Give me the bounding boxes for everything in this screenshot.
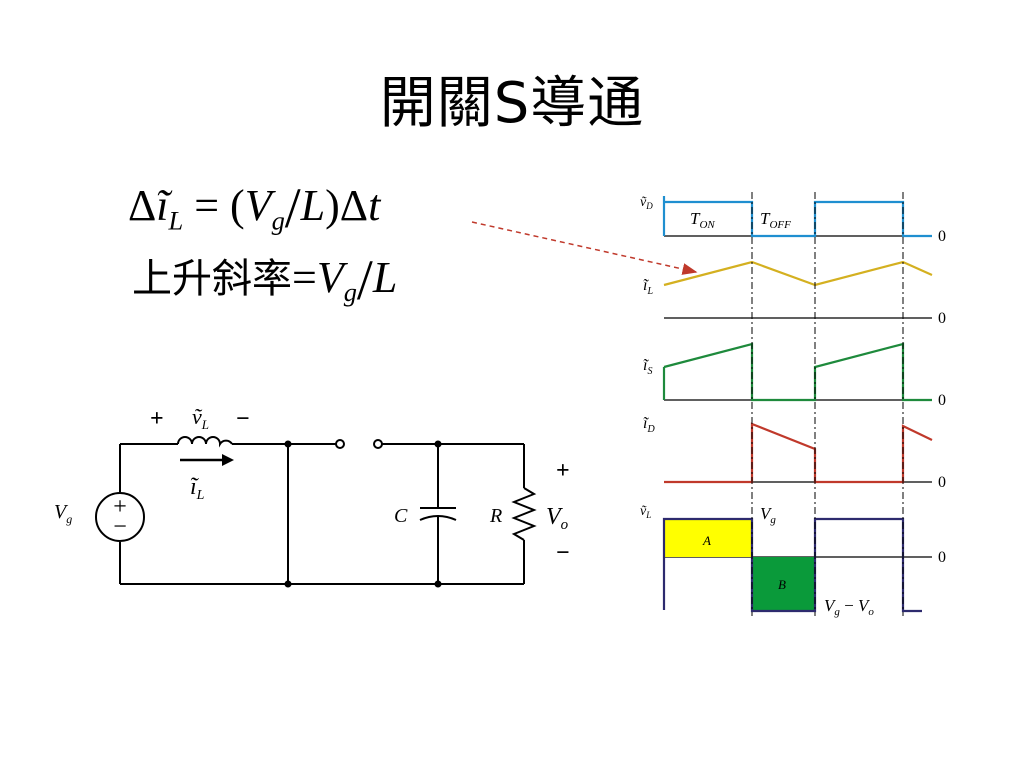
source-label: Vg (54, 501, 72, 526)
zero-label-il: 0 (938, 310, 946, 327)
formula-t: t (368, 181, 381, 231)
zero-label-vd: 0 (938, 228, 946, 245)
vo-minus: − (556, 540, 570, 566)
formula-il-sub: L (168, 205, 184, 236)
vo-label: Vo (546, 504, 569, 533)
formula-slope-l: L (372, 253, 398, 302)
zero-label-is: 0 (938, 392, 946, 409)
vo-plus: + (556, 458, 570, 484)
formula-tail: )Δ (325, 181, 369, 231)
vl-axis-label: ṽL (640, 504, 651, 520)
formula-il: ĩ (156, 181, 169, 231)
area-a (664, 519, 752, 557)
vg-label: Vg (760, 504, 776, 526)
formula-l: L (300, 181, 326, 231)
formula-v: V (244, 181, 272, 231)
formula-slope-eq: = (292, 253, 317, 302)
t-on-label: TON (690, 209, 715, 231)
capacitor-label: C (394, 505, 408, 527)
source-plus: + (113, 494, 127, 520)
slide-title: 開關S導通 (379, 71, 645, 136)
t-off-label: TOFF (760, 209, 791, 231)
il-label: ĩL (190, 474, 205, 503)
zero-label-id: 0 (938, 474, 946, 491)
formula-slope-v-sub: g (343, 277, 357, 308)
area-a-label: A (702, 533, 711, 548)
area-b-label: B (778, 577, 786, 592)
formula-slope: 上升斜率=Vg/L (132, 246, 397, 313)
il-waveform (663, 260, 933, 287)
id-waveform (664, 422, 933, 484)
vl-waveform (662, 517, 922, 613)
is-waveform (663, 342, 932, 402)
vd-label: ṽD (640, 195, 653, 211)
vl-minus: − (236, 406, 250, 432)
formula-slope-text: 上升斜率 (132, 256, 292, 302)
source-minus: − (113, 514, 127, 540)
is-axis-label: ĩS (643, 357, 652, 377)
id-axis-label: ĩD (643, 415, 655, 435)
il-axis-label: ĩL (643, 277, 653, 297)
resistor-label: R (489, 505, 502, 527)
formula-slope-slash: / (356, 248, 373, 312)
formula-delta-il: ΔĩL = (Vg/L)Δt (128, 176, 380, 241)
formula-delta: Δ (128, 181, 157, 231)
formula-slope-v: V (316, 253, 344, 302)
formula-slash: / (284, 177, 301, 240)
vl-plus: + (150, 406, 164, 432)
area-b (752, 557, 815, 611)
vg-vo-label: Vg − Vo (824, 596, 874, 618)
formula-eq: = ( (183, 181, 245, 231)
zero-label-vl: 0 (938, 549, 946, 566)
vl-label: ṽL (192, 404, 209, 432)
formula-v-sub: g (271, 205, 285, 236)
